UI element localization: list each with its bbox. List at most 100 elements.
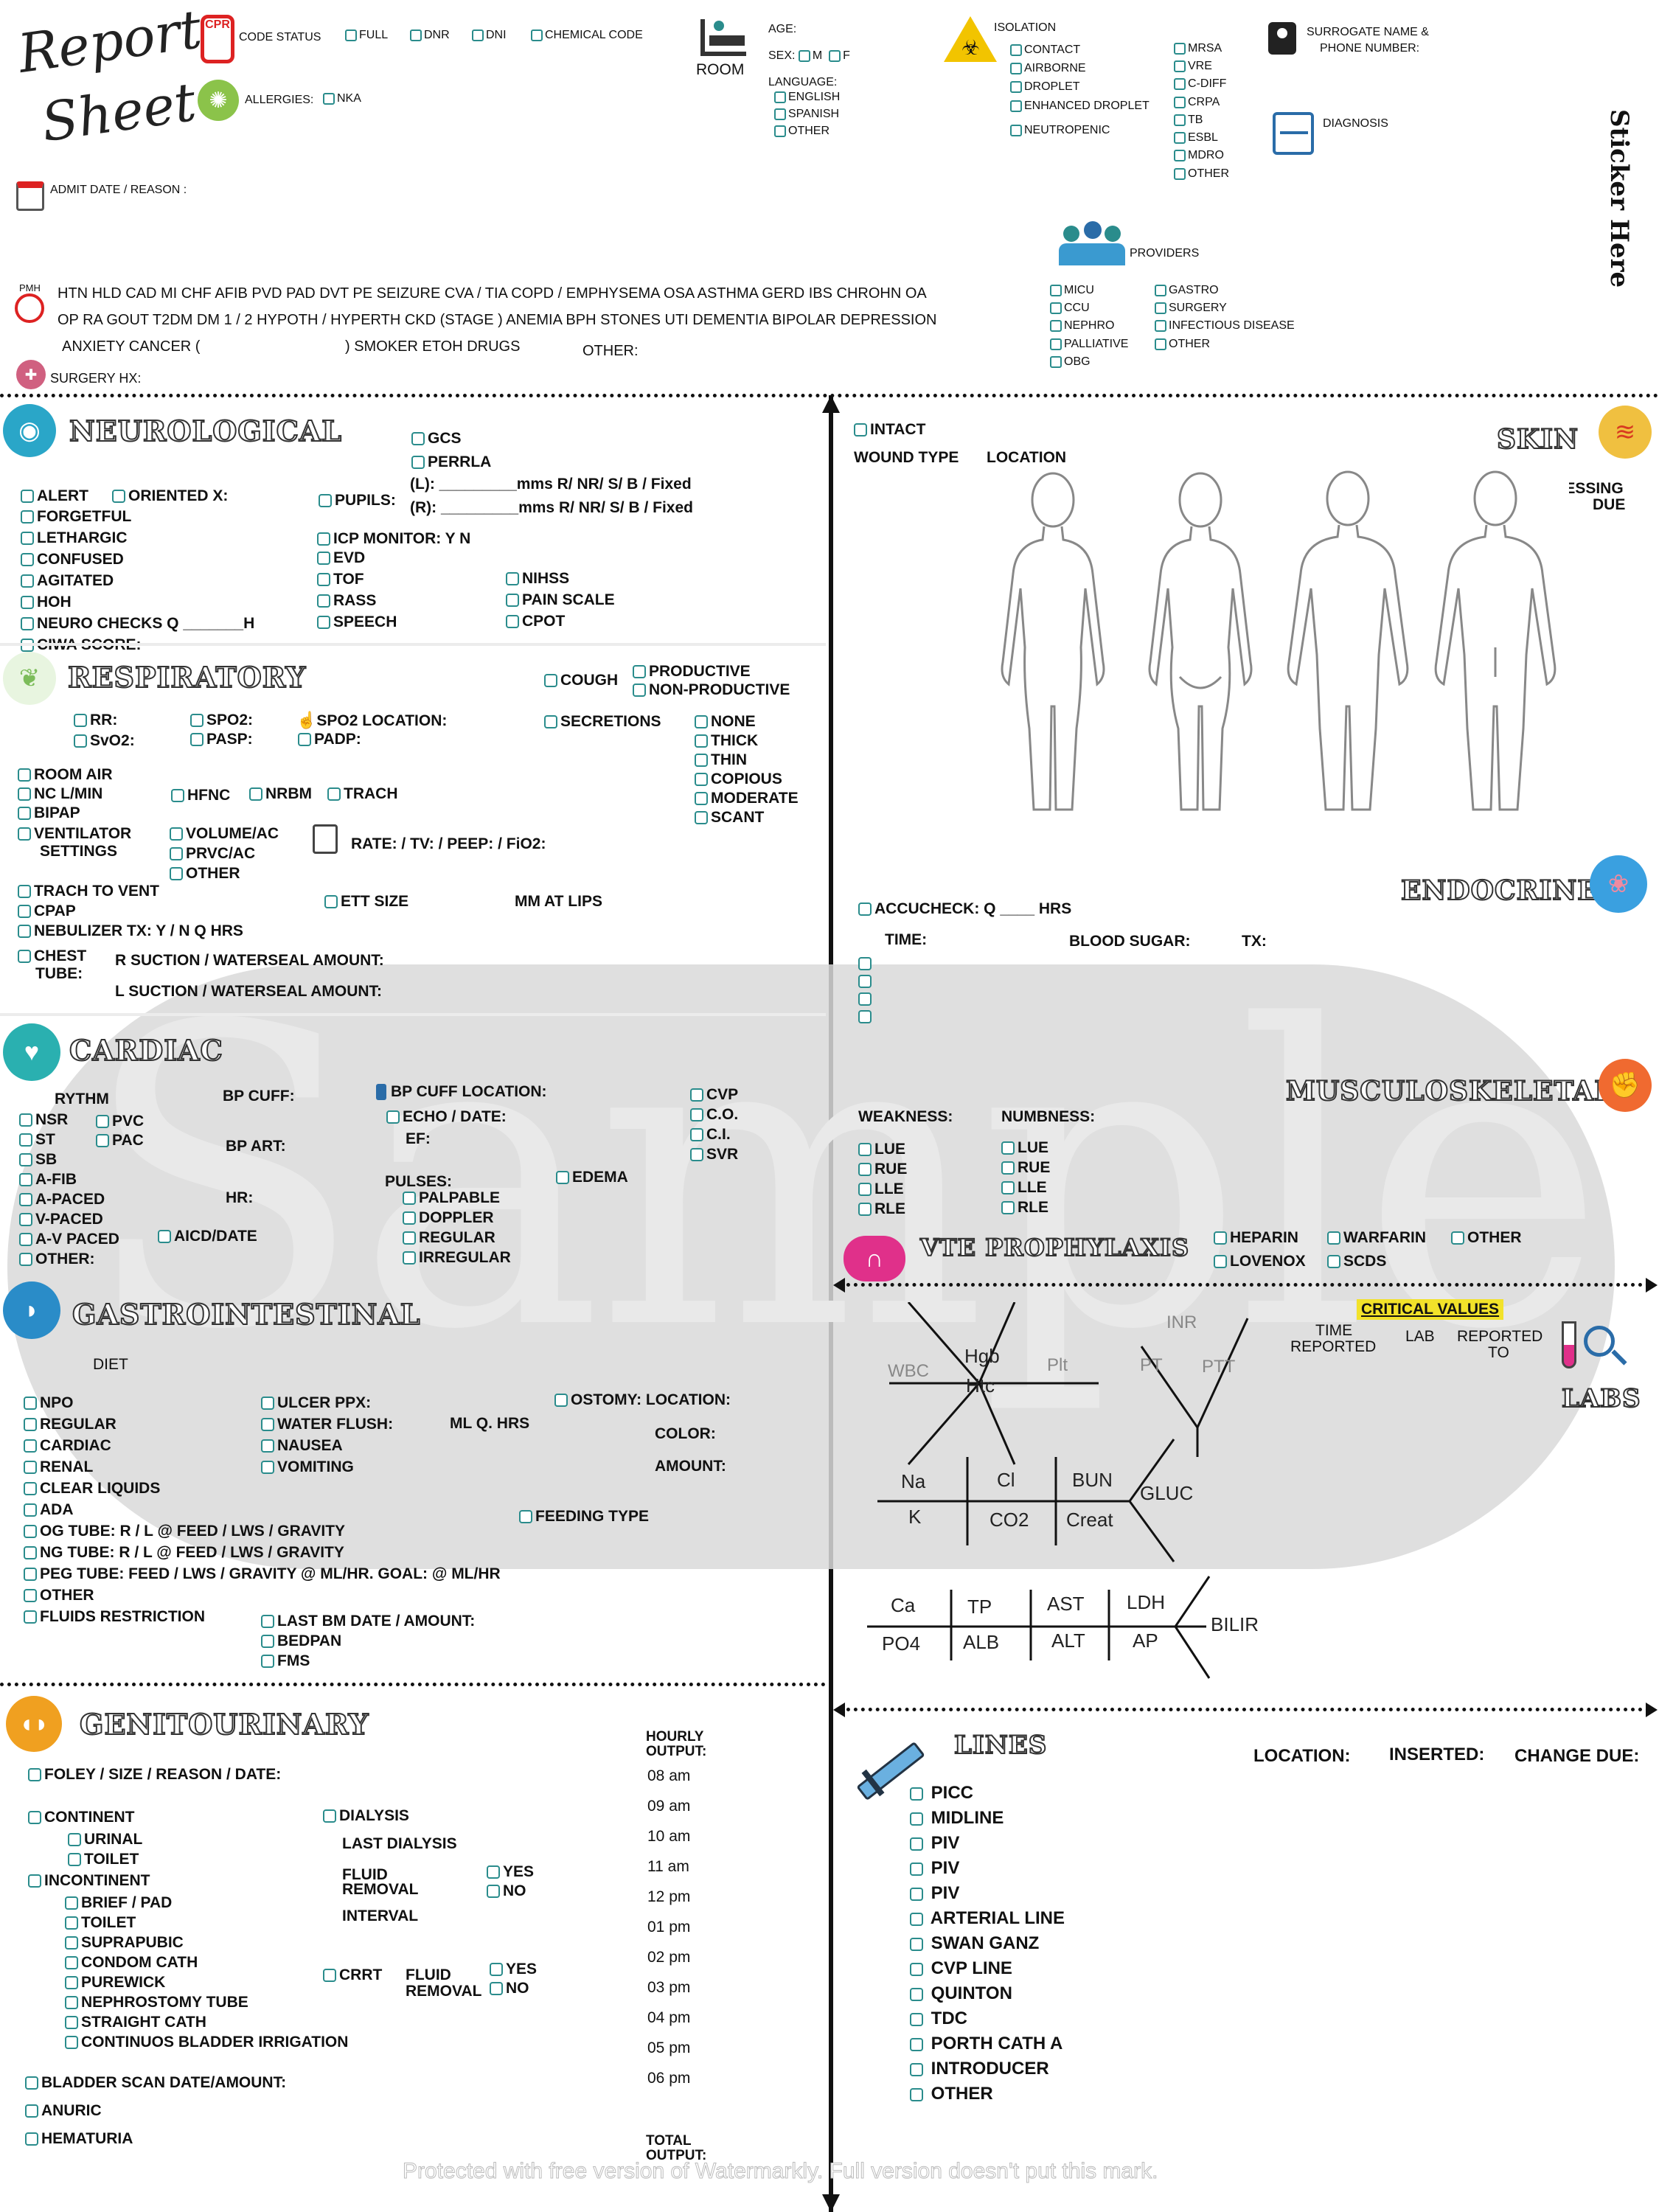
prov-surgery[interactable]: SURGERY: [1155, 302, 1295, 315]
o2-hfnc[interactable]: HFNC: [171, 787, 230, 803]
line-cvp[interactable]: CVP LINE: [910, 1960, 1065, 1978]
mon-tof[interactable]: TOF: [317, 571, 397, 587]
prov-palliative[interactable]: PALLIATIVE: [1050, 338, 1128, 350]
org-vre[interactable]: VRE: [1174, 60, 1229, 73]
vent-other[interactable]: OTHER: [170, 866, 279, 881]
dialysis-no[interactable]: NO: [487, 1883, 526, 1899]
ng-tube[interactable]: NG TUBE: R / L @ FEED / LWS / GRAVITY: [24, 1545, 501, 1560]
neuro-checks[interactable]: NEURO CHECKS Q _______H: [21, 616, 254, 631]
sex-m-checkbox[interactable]: [798, 50, 810, 62]
scale-pain[interactable]: PAIN SCALE: [506, 592, 615, 608]
rhythm-other[interactable]: OTHER:: [19, 1251, 119, 1267]
lang-english[interactable]: ENGLISH: [774, 91, 840, 103]
gi-nausea[interactable]: NAUSEA: [261, 1438, 393, 1453]
sec-none[interactable]: NONE: [695, 714, 799, 729]
rhythm-vpaced[interactable]: V-PACED: [19, 1211, 119, 1227]
lang-other[interactable]: OTHER: [774, 125, 840, 138]
org-tb[interactable]: TB: [1174, 114, 1229, 126]
mon-rass[interactable]: RASS: [317, 593, 397, 608]
inc-brief[interactable]: BRIEF / PAD: [65, 1895, 348, 1910]
endo-row-checkbox[interactable]: [858, 975, 872, 988]
o2-bipap[interactable]: BIPAP: [18, 805, 113, 821]
line-piv-3[interactable]: PIV: [910, 1885, 1065, 1902]
inc-cbi[interactable]: CONTINUOS BLADDER IRRIGATION: [65, 2034, 348, 2050]
feeding-type[interactable]: FEEDING TYPE: [519, 1509, 649, 1524]
perrla-checkbox[interactable]: PERRLA: [411, 454, 491, 470]
rhythm-apaced[interactable]: A-PACED: [19, 1192, 119, 1207]
vte-scds[interactable]: SCDS: [1327, 1253, 1386, 1269]
o2-trach[interactable]: TRACH: [327, 786, 398, 801]
loc-lethargic[interactable]: LETHARGIC: [21, 530, 254, 546]
chest-tube-checkbox[interactable]: CHEST: [18, 948, 86, 964]
spo2-field[interactable]: SPO2:: [190, 712, 253, 728]
foley[interactable]: FOLEY / SIZE / REASON / DATE:: [28, 1767, 281, 1782]
hemo-svr[interactable]: SVR: [690, 1147, 738, 1162]
icp-monitor[interactable]: ICP MONITOR: Y N: [317, 531, 470, 546]
dialysis[interactable]: DIALYSIS: [323, 1808, 409, 1823]
inc-toilet[interactable]: TOILET: [65, 1915, 348, 1930]
pvc-checkbox[interactable]: PVC: [96, 1113, 144, 1129]
line-piv-2[interactable]: PIV: [910, 1860, 1065, 1877]
ulcer-ppx[interactable]: ULCER PPX:: [261, 1395, 393, 1411]
cough-checkbox[interactable]: COUGH: [544, 672, 618, 688]
anuric[interactable]: ANURIC: [25, 2103, 102, 2118]
line-midline[interactable]: MIDLINE: [910, 1809, 1065, 1827]
water-flush[interactable]: WATER FLUSH:: [261, 1416, 393, 1432]
endo-row-checkbox[interactable]: [858, 992, 872, 1006]
numb-lue[interactable]: LUE: [1001, 1140, 1050, 1155]
code-dni[interactable]: DNI: [472, 29, 507, 41]
iso-airborne[interactable]: AIRBORNE: [1010, 63, 1150, 75]
line-port-cath[interactable]: PORTH CATH A: [910, 2035, 1065, 2053]
vte-lovenox[interactable]: LOVENOX: [1214, 1253, 1306, 1269]
org-other[interactable]: OTHER: [1174, 167, 1229, 180]
gi-other[interactable]: OTHER: [24, 1587, 501, 1603]
aicd-checkbox[interactable]: AICD/DATE: [158, 1228, 257, 1244]
loc-forgetful[interactable]: FORGETFUL: [21, 509, 254, 524]
diet-regular[interactable]: REGULAR: [24, 1416, 501, 1432]
ventilator-checkbox[interactable]: VENTILATOR: [18, 826, 131, 841]
line-introducer[interactable]: INTRODUCER: [910, 2060, 1065, 2078]
prov-obg[interactable]: OBG: [1050, 356, 1128, 368]
line-arterial[interactable]: ARTERIAL LINE: [910, 1910, 1065, 1927]
iso-neutropenic[interactable]: NEUTROPENIC: [1010, 125, 1150, 136]
sec-copious[interactable]: COPIOUS: [695, 771, 799, 787]
line-tdc[interactable]: TDC: [910, 2010, 1065, 2028]
prov-other[interactable]: OTHER: [1155, 338, 1295, 350]
rhythm-nsr[interactable]: NSR: [19, 1112, 119, 1127]
scale-cpot[interactable]: CPOT: [506, 613, 615, 629]
prov-gastro[interactable]: GASTRO: [1155, 285, 1295, 296]
crrt-yes[interactable]: YES: [490, 1961, 537, 1977]
pupils-checkbox[interactable]: PUPILS:: [319, 493, 396, 508]
ett-size[interactable]: ETT SIZE: [324, 894, 408, 909]
peg-tube[interactable]: PEG TUBE: FEED / LWS / GRAVITY @ ML/HR. …: [24, 1566, 501, 1582]
oriented-checkbox[interactable]: ORIENTED X:: [112, 488, 228, 504]
o2-room-air[interactable]: ROOM AIR: [18, 767, 113, 782]
vte-heparin[interactable]: HEPARIN: [1214, 1230, 1298, 1245]
diet-clear-liquids[interactable]: CLEAR LIQUIDS: [24, 1481, 501, 1496]
diet-npo[interactable]: NPO: [24, 1395, 501, 1411]
fluids-restriction[interactable]: FLUIDS RESTRICTION: [24, 1609, 501, 1624]
iso-droplet[interactable]: DROPLET: [1010, 81, 1150, 94]
prov-ccu[interactable]: CCU: [1050, 302, 1128, 315]
rhythm-st[interactable]: ST: [19, 1132, 119, 1147]
loc-hoh[interactable]: HOH: [21, 594, 254, 610]
pulse-palpable[interactable]: PALPABLE: [403, 1190, 511, 1206]
pasp-field[interactable]: PASP:: [190, 731, 253, 747]
sex-f-checkbox[interactable]: [829, 50, 841, 62]
vte-warfarin[interactable]: WARFARIN: [1327, 1230, 1426, 1245]
rhythm-afib[interactable]: A-FIB: [19, 1172, 119, 1187]
prov-micu[interactable]: MICU: [1050, 285, 1128, 296]
hemo-ci[interactable]: C.I.: [690, 1127, 738, 1142]
dialysis-yes[interactable]: YES: [487, 1864, 534, 1879]
fms[interactable]: FMS: [261, 1653, 475, 1669]
code-full[interactable]: FULL: [345, 29, 388, 41]
iso-enhanced-droplet[interactable]: ENHANCED DROPLET: [1010, 100, 1150, 112]
mon-speech[interactable]: SPEECH: [317, 614, 397, 630]
prov-infectious[interactable]: INFECTIOUS DISEASE: [1155, 320, 1295, 333]
line-piv-1[interactable]: PIV: [910, 1834, 1065, 1852]
inc-purewick[interactable]: PUREWICK: [65, 1975, 348, 1990]
line-other[interactable]: OTHER: [910, 2085, 1065, 2103]
bp-cuff-location[interactable]: BP CUFF LOCATION:: [376, 1084, 547, 1101]
gi-vomiting[interactable]: VOMITING: [261, 1459, 393, 1475]
code-dnr[interactable]: DNR: [410, 29, 450, 41]
